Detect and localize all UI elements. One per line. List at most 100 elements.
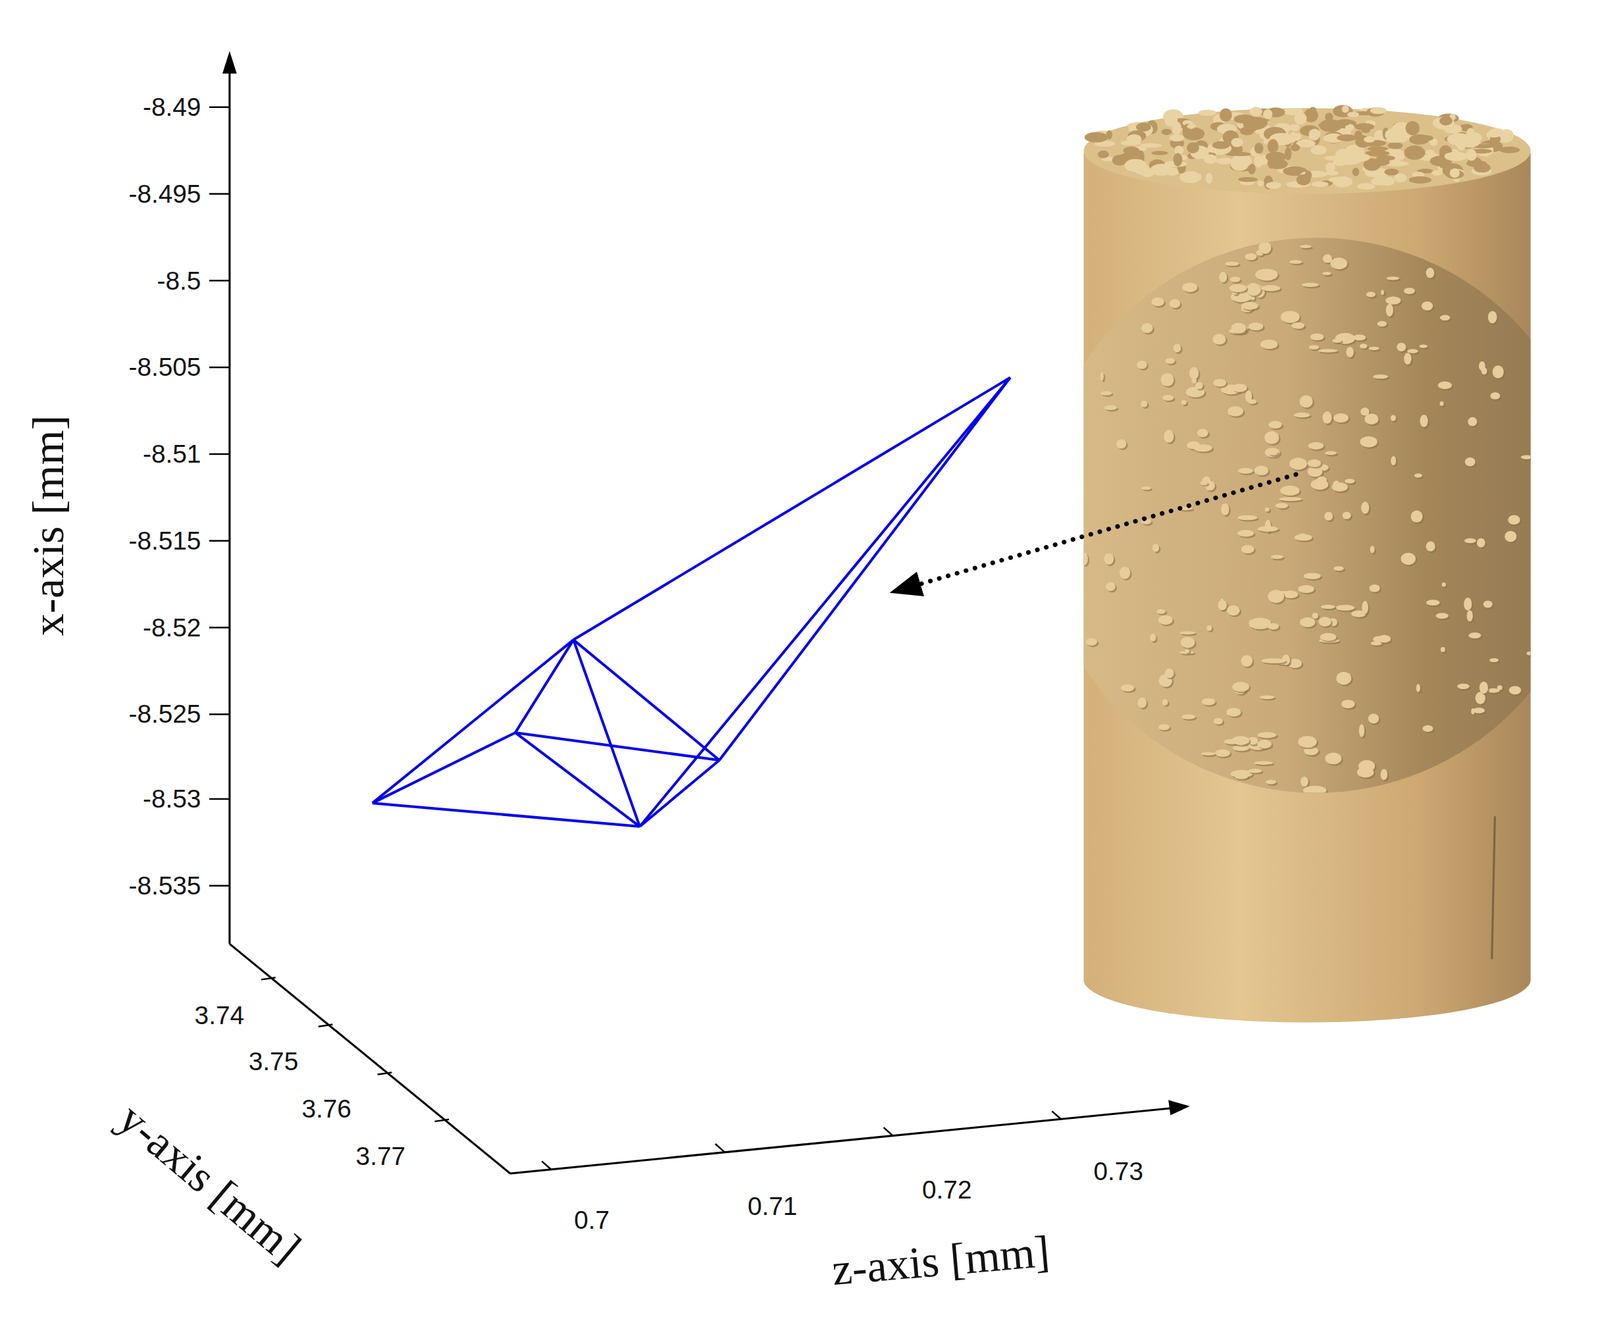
pore-speck xyxy=(1400,552,1418,567)
pore-speck xyxy=(1422,725,1435,734)
rough-grain xyxy=(1265,181,1281,189)
rough-grain xyxy=(1263,109,1273,120)
rough-grain xyxy=(1486,130,1502,138)
rough-grain xyxy=(1347,111,1360,118)
pore-speck xyxy=(1318,616,1333,628)
axes xyxy=(229,69,1172,1174)
pore-speck xyxy=(1377,321,1389,329)
z-axis-line xyxy=(510,1108,1172,1174)
pore-speck xyxy=(1182,283,1199,295)
rough-grain xyxy=(1179,171,1202,183)
pore-speck xyxy=(1261,284,1283,293)
rough-grain xyxy=(1187,123,1196,130)
pore-speck xyxy=(1085,637,1100,647)
rough-grain xyxy=(1186,142,1200,154)
pore-speck xyxy=(1333,413,1350,424)
pore-speck xyxy=(1386,304,1396,319)
pore-speck xyxy=(1542,413,1549,428)
rough-grain xyxy=(1161,129,1173,136)
x-tick-label: -8.495 xyxy=(129,180,202,207)
pore-speck xyxy=(1301,282,1321,289)
pore-speck xyxy=(1197,429,1210,439)
pore-speck xyxy=(1158,723,1172,732)
pore-speck xyxy=(1181,400,1188,407)
rough-grain xyxy=(1249,106,1263,117)
rough-grain xyxy=(1335,148,1350,162)
pore-speck xyxy=(1275,502,1291,511)
pore-speck xyxy=(1253,465,1270,477)
rough-grain xyxy=(1409,176,1432,184)
pore-speck xyxy=(1507,515,1522,527)
pore-speck xyxy=(1257,525,1281,534)
pore-speck xyxy=(1299,395,1315,410)
pore-speck xyxy=(1213,718,1225,726)
rough-grain xyxy=(1370,177,1390,185)
rough-grain xyxy=(1290,144,1300,152)
pore-speck xyxy=(1241,544,1256,555)
x-tick-label: -8.5 xyxy=(157,267,202,294)
rough-grain xyxy=(1267,158,1289,169)
rough-grain xyxy=(1174,145,1184,155)
pore-speck xyxy=(1232,681,1251,694)
pore-speck xyxy=(1319,633,1338,643)
pore-speck xyxy=(1483,600,1495,609)
rough-grain xyxy=(1431,170,1443,176)
pore-speck xyxy=(1310,333,1326,343)
pore-speck xyxy=(1341,699,1357,710)
rough-grain xyxy=(1084,132,1108,143)
x-tick-label: -8.49 xyxy=(142,94,201,120)
pore-speck xyxy=(1390,456,1398,467)
pore-speck xyxy=(1426,541,1437,553)
rough-grain xyxy=(1254,142,1264,155)
pore-speck xyxy=(1289,457,1309,472)
pore-speck xyxy=(1481,367,1489,376)
pore-speck xyxy=(1526,651,1535,657)
rough-grain xyxy=(1308,129,1321,140)
pore-speck xyxy=(1322,411,1334,426)
pore-speck xyxy=(1324,512,1335,522)
pore-speck xyxy=(1550,578,1556,584)
pore-speck xyxy=(1151,297,1166,309)
pore-speck xyxy=(1297,735,1319,749)
x-tick-label: -8.515 xyxy=(129,527,202,554)
rough-grain xyxy=(1403,145,1425,160)
axis-title: z-axis [mm] xyxy=(829,1229,1052,1294)
pore-speck xyxy=(1103,552,1115,567)
rough-grain xyxy=(1405,121,1420,136)
rough-grain xyxy=(1341,105,1350,113)
pore-speck xyxy=(1368,713,1381,725)
rough-grain xyxy=(1231,138,1244,148)
pore-speck xyxy=(1361,501,1371,516)
pore-speck xyxy=(1441,582,1448,589)
pore-speck xyxy=(1303,572,1323,581)
pore-speck xyxy=(1331,482,1350,493)
rough-grain xyxy=(1257,180,1264,187)
rough-grain xyxy=(1444,151,1468,161)
rough-grain xyxy=(1325,162,1336,173)
rough-grain xyxy=(1449,168,1460,178)
rough-grain xyxy=(1311,181,1329,187)
z-tick-label: 0.71 xyxy=(747,1193,798,1219)
pore-speck xyxy=(1311,479,1331,492)
pore-speck xyxy=(1439,401,1445,408)
pore-speck xyxy=(1479,681,1491,696)
pore-speck xyxy=(1161,373,1176,388)
pointer-arrow xyxy=(914,474,1296,586)
y-tick-label: 3.75 xyxy=(248,1048,299,1075)
rough-grain xyxy=(1444,124,1462,134)
pore-speck xyxy=(1291,322,1306,331)
pore-speck xyxy=(1137,697,1148,710)
rough-grain xyxy=(1205,172,1213,184)
pore-speck xyxy=(1359,343,1369,350)
pore-speck xyxy=(1370,545,1377,555)
pore-speck xyxy=(1416,683,1423,694)
pore-speck xyxy=(1372,374,1391,381)
pore-speck xyxy=(1267,449,1280,457)
rough-grain xyxy=(1310,145,1327,155)
pore-speck xyxy=(1377,635,1393,645)
pore-speck xyxy=(1181,714,1197,721)
rough-grain xyxy=(1243,119,1266,130)
pore-speck xyxy=(1140,400,1150,409)
pore-speck xyxy=(1361,600,1370,616)
